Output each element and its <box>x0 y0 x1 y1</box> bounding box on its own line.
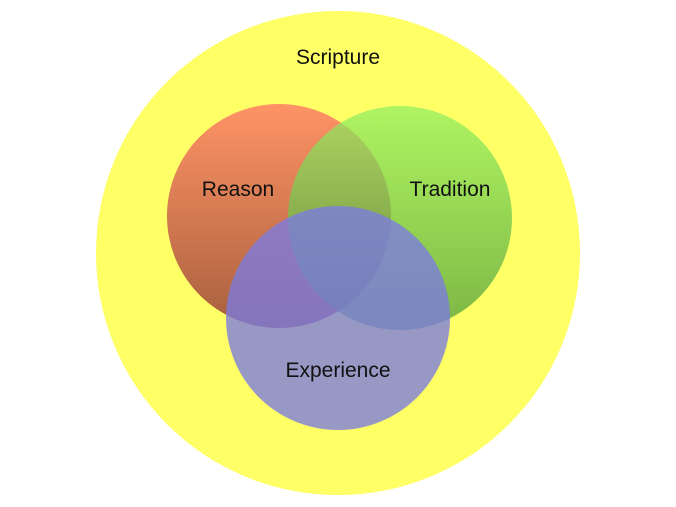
scripture-label: Scripture <box>296 46 380 69</box>
reason-label: Reason <box>202 178 274 201</box>
tradition-label: Tradition <box>410 178 491 201</box>
experience-label: Experience <box>285 359 390 382</box>
experience-circle <box>226 206 450 430</box>
